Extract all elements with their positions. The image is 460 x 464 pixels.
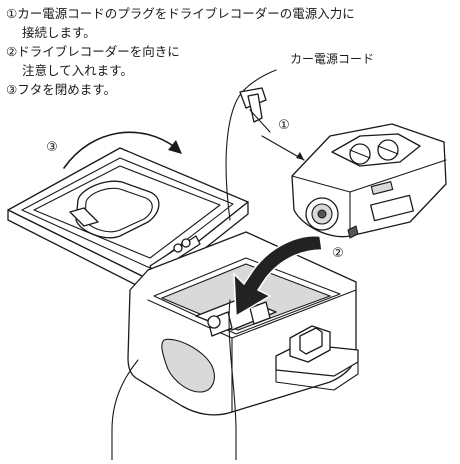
marker-3: ③ [44,140,60,156]
drive-recorder [292,124,446,238]
instruction-step-1: ①カー電源コードのプラグをドライブレコーダーの電源入力に [6,4,446,23]
instruction-step-2-cont: 注意して入れます。 [6,61,446,80]
cord-label: カー電源コード [290,50,374,67]
marker-2: ② [330,246,346,262]
marker-1: ① [276,118,292,134]
instruction-list: ①カー電源コードのプラグをドライブレコーダーの電源入力に 接続します。 ②ドライ… [6,4,446,99]
instruction-step-3: ③フタを閉めます。 [6,80,446,99]
instruction-step-2: ②ドライブレコーダーを向きに [6,42,446,61]
connect-arrow [262,136,304,160]
instruction-step-1-cont: 接続します。 [6,23,446,42]
